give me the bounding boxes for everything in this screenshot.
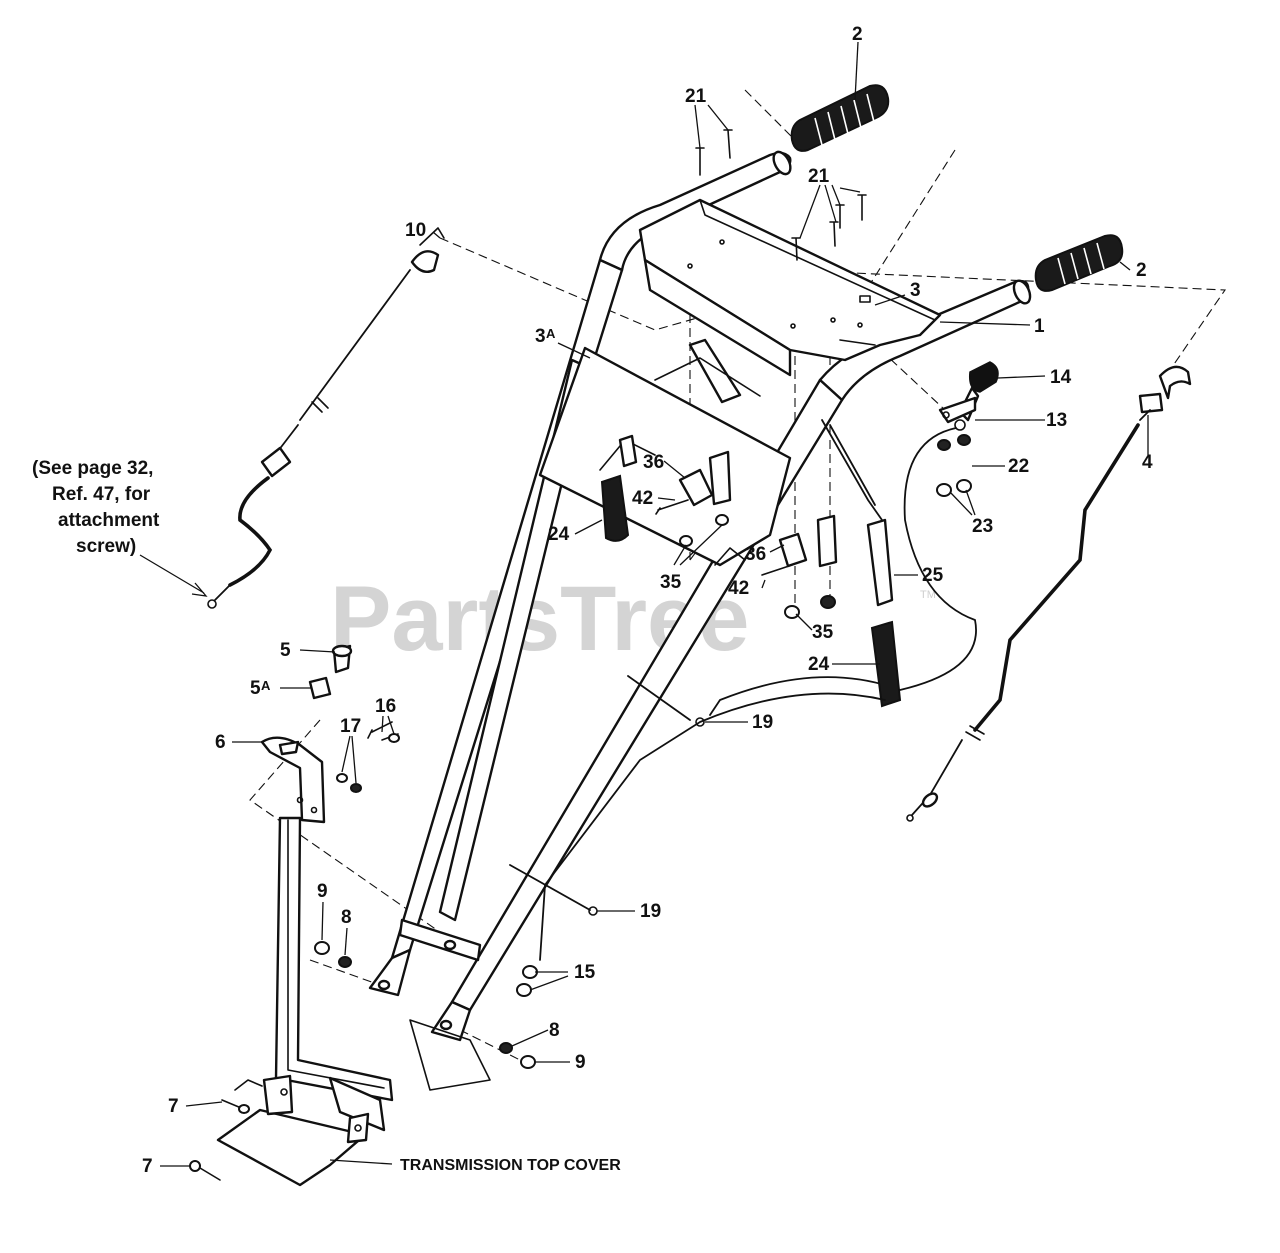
note-line-1: (See page 32, [32,458,153,479]
callout-5: 5 [280,640,291,661]
callout-25: 25 [922,565,944,586]
callout-23: 23 [972,516,993,537]
shift-rod [274,816,394,1102]
callout-19-upper: 19 [752,712,773,733]
callout-15: 15 [574,962,596,983]
callout-5a-sup: A [261,678,271,693]
nuts-22-23 [936,434,972,497]
callout-36-left: 36 [643,452,664,473]
callout-3a: 3 [535,326,546,347]
callout-1: 1 [1034,316,1045,337]
callout-3: 3 [910,280,921,301]
callout-14: 14 [1050,367,1072,388]
hand-grip-upper [790,84,890,152]
callout-6: 6 [215,732,226,753]
callout-22: 22 [1008,456,1029,477]
callout-36-right: 36 [745,544,766,565]
callout-19-lower: 19 [640,901,661,922]
callout-21-left: 21 [685,86,707,107]
callout-16: 16 [375,696,396,717]
watermark-tm: TM [920,589,936,601]
lever-cable [709,427,977,716]
callout-2-right: 2 [1136,260,1147,281]
callout-3a-sup: A [546,326,556,341]
shift-bracket-assembly [260,644,400,824]
bracket-group-right [761,514,838,619]
hand-grip-right [1034,234,1124,292]
transmission-cover-caption: TRANSMISSION TOP COVER [400,1157,621,1174]
callout-7-upper: 7 [168,1096,179,1117]
callout-2-top: 2 [852,24,863,45]
note-line-3: attachment [58,510,160,531]
callout-17: 17 [340,716,361,737]
callout-21-right: 21 [808,166,830,187]
throttle-cable [906,365,1192,822]
note-line-4: screw) [76,536,136,557]
reference-note: (See page 32, Ref. 47, for attachment sc… [32,458,160,557]
callout-4: 4 [1142,452,1153,473]
callout-42-left: 42 [632,488,653,509]
bracket-group-left [600,434,732,547]
callout-7-lower: 7 [142,1156,153,1177]
callout-8-left: 8 [341,907,352,928]
callout-13: 13 [1046,410,1067,431]
callout-24-right: 24 [808,654,830,675]
decal-panel [538,338,792,567]
small-fasteners [189,941,538,1181]
callout-10: 10 [405,220,426,241]
control-rods [509,419,902,961]
callout-35-right: 35 [812,622,834,643]
note-line-2: Ref. 47, for [52,484,151,505]
clutch-cable [207,227,445,609]
callout-5a: 5 [250,678,261,699]
callout-24-left: 24 [548,524,570,545]
callout-labels: 2 2 21 21 10 3 3 A 1 14 13 4 22 23 36 42… [142,24,1153,1177]
callout-9-left: 9 [317,881,328,902]
callout-9-right: 9 [575,1052,586,1073]
throttle-lever [938,361,999,431]
callout-8-right: 8 [549,1020,560,1041]
leader-lines [139,41,1149,1167]
callout-42-right: 42 [728,578,749,599]
callout-35-left: 35 [660,572,682,593]
transmission-cover [216,1019,491,1187]
control-panel [638,198,942,377]
